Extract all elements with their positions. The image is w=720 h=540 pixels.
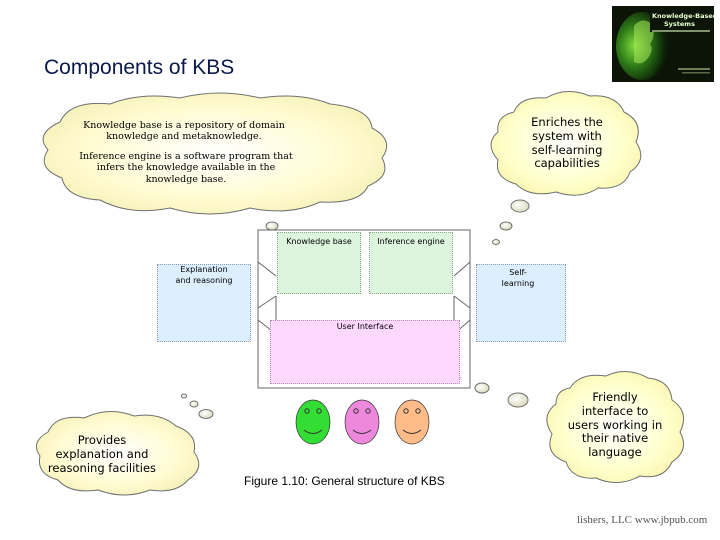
user-face-1 [295,399,331,445]
figure-caption: Figure 1.10: General structure of KBS [244,474,445,488]
self-learning-cloud-bubbles [492,199,530,245]
inference-engine-box [369,232,453,294]
publisher-footer: lishers, LLC www.jbpub.com [577,514,708,526]
explanation-cloud-bubbles [181,393,214,419]
slide-title: Components of KBS [44,56,235,79]
interface-cloud-bubbles [451,374,529,408]
connector-lines [257,261,471,335]
knowledge-base-box [277,232,361,294]
user-interface-label: User Interface [336,322,394,331]
book-title-line1: Knowledge-Based [652,12,714,20]
self-learning-box [476,264,566,342]
interface-cloud [546,371,685,483]
inference-engine-label: Inference engine [377,237,445,246]
explanation-note: Provides explanation and reasoning facil… [47,433,157,475]
self-learning-label: Self-learning [501,268,535,288]
explanation-box [157,264,251,342]
knowledge-base-label: Knowledge base [286,237,352,246]
explanation-cloud [35,411,200,496]
user-face-2 [344,399,380,445]
kbs-frame [257,229,471,389]
self-learning-cloud [490,91,642,196]
book-title-line2: Systems [664,20,695,28]
user-face-3 [394,399,430,445]
user-interface-box [270,320,460,384]
knowledge-cloud [42,92,388,215]
interface-note: Friendly interface to users working in t… [567,390,663,460]
knowledge-base-note: Knowledge base is a repository of domain… [83,120,285,143]
explanation-label: Explanation and reasoning [175,265,233,285]
inference-engine-note: Inference engine is a software program t… [79,151,293,185]
book-cover-image: Knowledge-Based Systems [612,6,714,82]
self-learning-note: Enriches the system with self-learning c… [531,115,603,171]
user-faces [295,399,430,445]
